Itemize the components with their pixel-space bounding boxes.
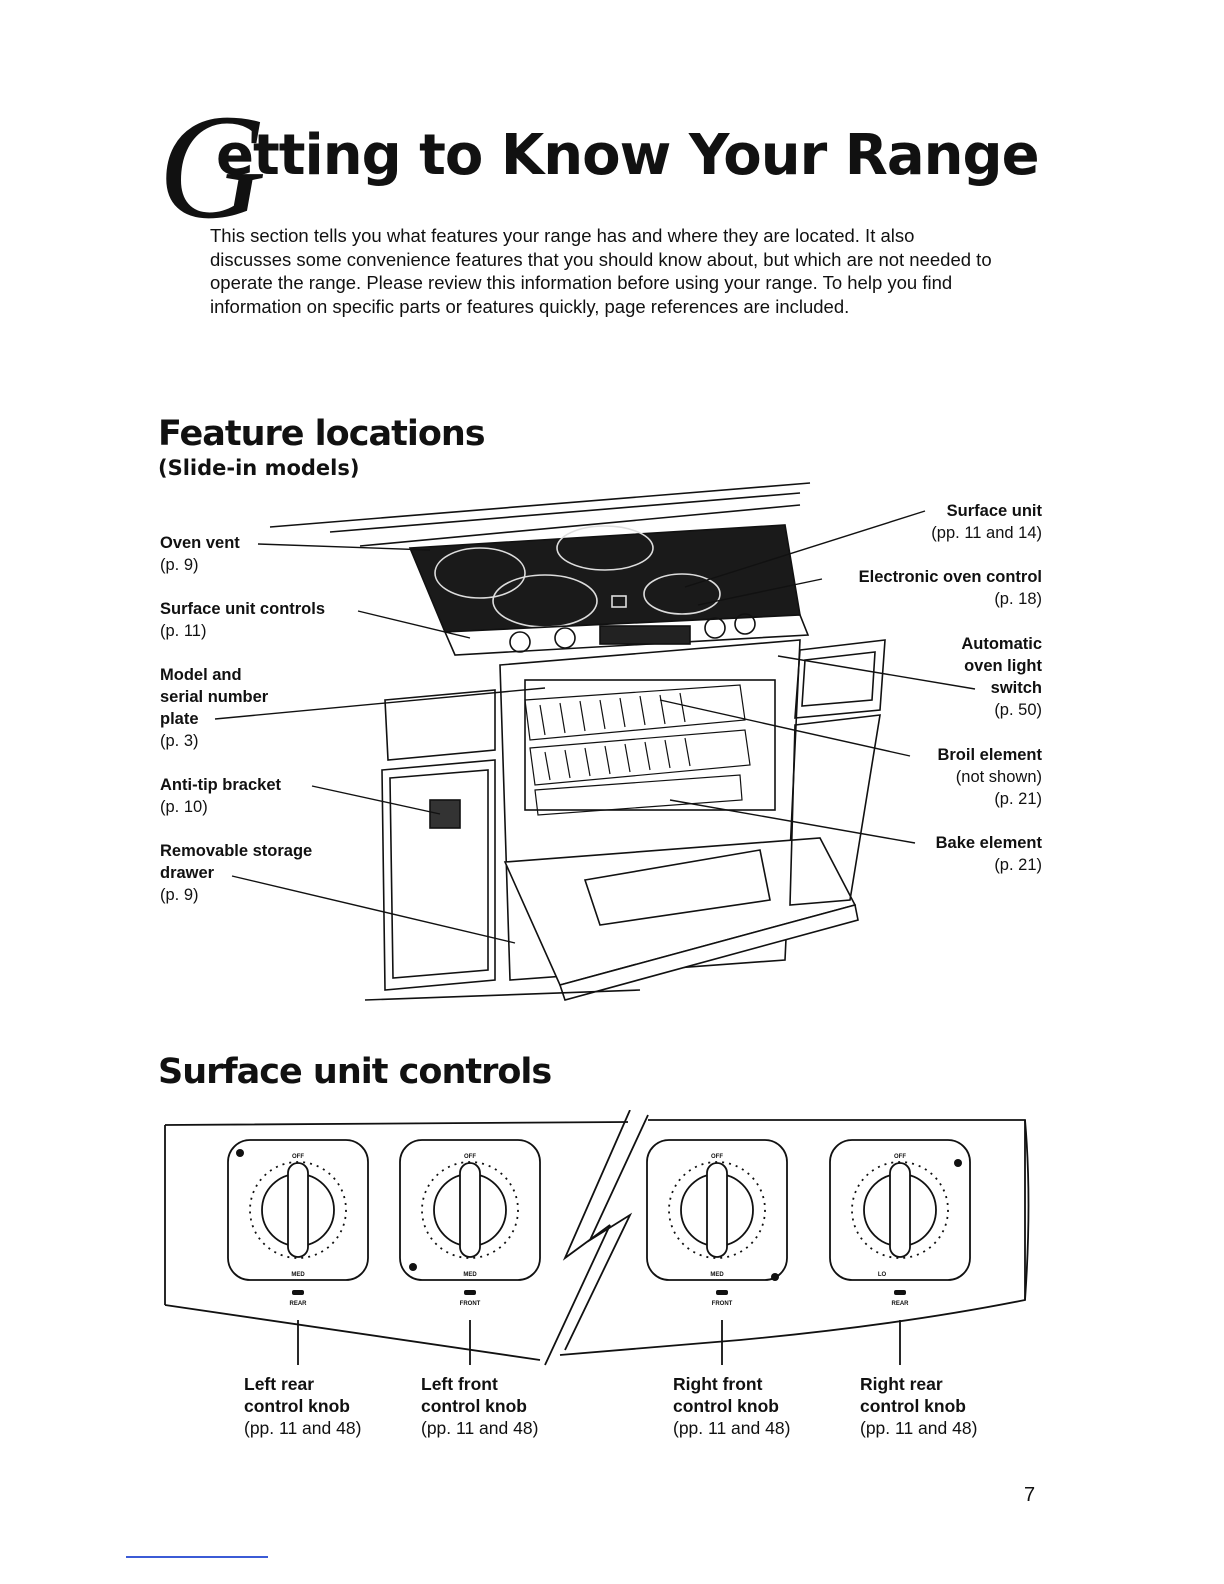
label-oven-vent-page: (p. 9) bbox=[160, 556, 199, 574]
label-model-line1: Model and bbox=[160, 666, 242, 684]
dial3-off: OFF bbox=[711, 1154, 723, 1160]
dial4-rear: REAR bbox=[891, 1301, 909, 1307]
label-broil-note: (not shown) bbox=[955, 768, 1042, 786]
page-number: 7 bbox=[1024, 1484, 1036, 1506]
knob2-line2: control knob bbox=[421, 1396, 527, 1416]
knob1-line2: control knob bbox=[244, 1396, 350, 1416]
dial1-med: MED bbox=[291, 1272, 305, 1278]
dial1-rear: REAR bbox=[289, 1301, 307, 1307]
label-surface-unit-controls: Surface unit controls (p. 11) bbox=[160, 598, 325, 642]
title-text: etting to Know Your Range bbox=[216, 123, 1040, 188]
label-drawer-page: (p. 9) bbox=[160, 886, 199, 904]
knob3-line2: control knob bbox=[673, 1396, 779, 1416]
label-light-line3: switch bbox=[990, 679, 1042, 697]
title-initial: G bbox=[158, 84, 267, 250]
label-surface-unit-controls-page: (p. 11) bbox=[160, 622, 207, 640]
footer-rule bbox=[126, 1556, 268, 1558]
label-surface-unit: Surface unit (pp. 11 and 14) bbox=[860, 500, 1042, 544]
dial2-off: OFF bbox=[464, 1154, 476, 1160]
label-anti-tip-name: Anti-tip bracket bbox=[160, 776, 282, 794]
control-panel-illustration: OFF MED REAR OFF MED FRONT OFF MED FRONT… bbox=[164, 1110, 1030, 1366]
knob-label-right-front: Right front control knob (pp. 11 and 48) bbox=[673, 1373, 790, 1439]
label-surface-unit-name: Surface unit bbox=[946, 502, 1042, 520]
label-anti-tip-page: (p. 10) bbox=[160, 798, 208, 816]
label-eoc-page: (p. 18) bbox=[994, 590, 1042, 608]
label-electronic-oven-control: Electronic oven control (p. 18) bbox=[800, 566, 1042, 610]
dial3-med: MED bbox=[710, 1272, 724, 1278]
label-eoc-name: Electronic oven control bbox=[858, 568, 1042, 586]
label-anti-tip-bracket: Anti-tip bracket (p. 10) bbox=[160, 774, 281, 818]
label-bake-page: (p. 21) bbox=[994, 856, 1042, 874]
label-drawer-line1: Removable storage bbox=[160, 842, 313, 860]
intro-paragraph: This section tells you what features you… bbox=[210, 225, 992, 317]
knob1-line1: Left rear bbox=[244, 1374, 315, 1394]
knob4-page: (pp. 11 and 48) bbox=[860, 1418, 978, 1438]
label-model-page: (p. 3) bbox=[160, 732, 199, 750]
knob2-line1: Left front bbox=[421, 1374, 498, 1394]
label-oven-vent: Oven vent (p. 9) bbox=[160, 532, 240, 576]
label-light-line1: Automatic bbox=[961, 635, 1042, 653]
label-bake-element: Bake element (p. 21) bbox=[880, 832, 1042, 876]
knob4-line2: control knob bbox=[860, 1396, 966, 1416]
knob3-line1: Right front bbox=[673, 1374, 763, 1394]
knob4-line1: Right rear bbox=[860, 1374, 943, 1394]
label-bake-name: Bake element bbox=[935, 834, 1042, 852]
range-illustration bbox=[214, 482, 976, 1001]
label-broil-page: (p. 21) bbox=[994, 790, 1042, 808]
label-broil-name: Broil element bbox=[937, 746, 1042, 764]
knob-label-left-front: Left front control knob (pp. 11 and 48) bbox=[421, 1373, 538, 1439]
dial4-lo: LO bbox=[878, 1272, 887, 1278]
label-oven-light-switch: Automatic oven light switch (p. 50) bbox=[880, 633, 1042, 721]
label-light-line2: oven light bbox=[964, 657, 1042, 675]
label-model-line2: serial number bbox=[160, 688, 269, 706]
knob2-page: (pp. 11 and 48) bbox=[421, 1418, 539, 1438]
label-surface-unit-controls-name: Surface unit controls bbox=[160, 600, 326, 618]
dial4-off: OFF bbox=[894, 1154, 906, 1160]
label-broil-element: Broil element (not shown) (p. 21) bbox=[880, 744, 1042, 810]
dial3-front: FRONT bbox=[712, 1301, 733, 1307]
dial2-med: MED bbox=[463, 1272, 477, 1278]
dial1-off: OFF bbox=[292, 1154, 304, 1160]
feature-locations-heading: Feature locations bbox=[158, 414, 486, 454]
label-model-line3: plate bbox=[160, 710, 199, 728]
knob3-page: (pp. 11 and 48) bbox=[673, 1418, 791, 1438]
page-title: G etting to Know Your Range bbox=[158, 92, 1078, 242]
label-storage-drawer: Removable storage drawer (p. 9) bbox=[160, 840, 312, 906]
label-oven-vent-name: Oven vent bbox=[160, 534, 240, 552]
feature-locations-subheading: (Slide-in models) bbox=[158, 456, 360, 480]
knob1-page: (pp. 11 and 48) bbox=[244, 1418, 362, 1438]
surface-controls-heading: Surface unit controls bbox=[158, 1052, 552, 1092]
knob-label-right-rear: Right rear control knob (pp. 11 and 48) bbox=[860, 1373, 977, 1439]
label-light-page: (p. 50) bbox=[994, 701, 1042, 719]
label-model-serial-plate: Model and serial number plate (p. 3) bbox=[160, 664, 268, 752]
label-surface-unit-page: (pp. 11 and 14) bbox=[931, 524, 1042, 542]
dial2-front: FRONT bbox=[460, 1301, 481, 1307]
knob-label-left-rear: Left rear control knob (pp. 11 and 48) bbox=[244, 1373, 361, 1439]
label-drawer-line2: drawer bbox=[160, 864, 215, 882]
